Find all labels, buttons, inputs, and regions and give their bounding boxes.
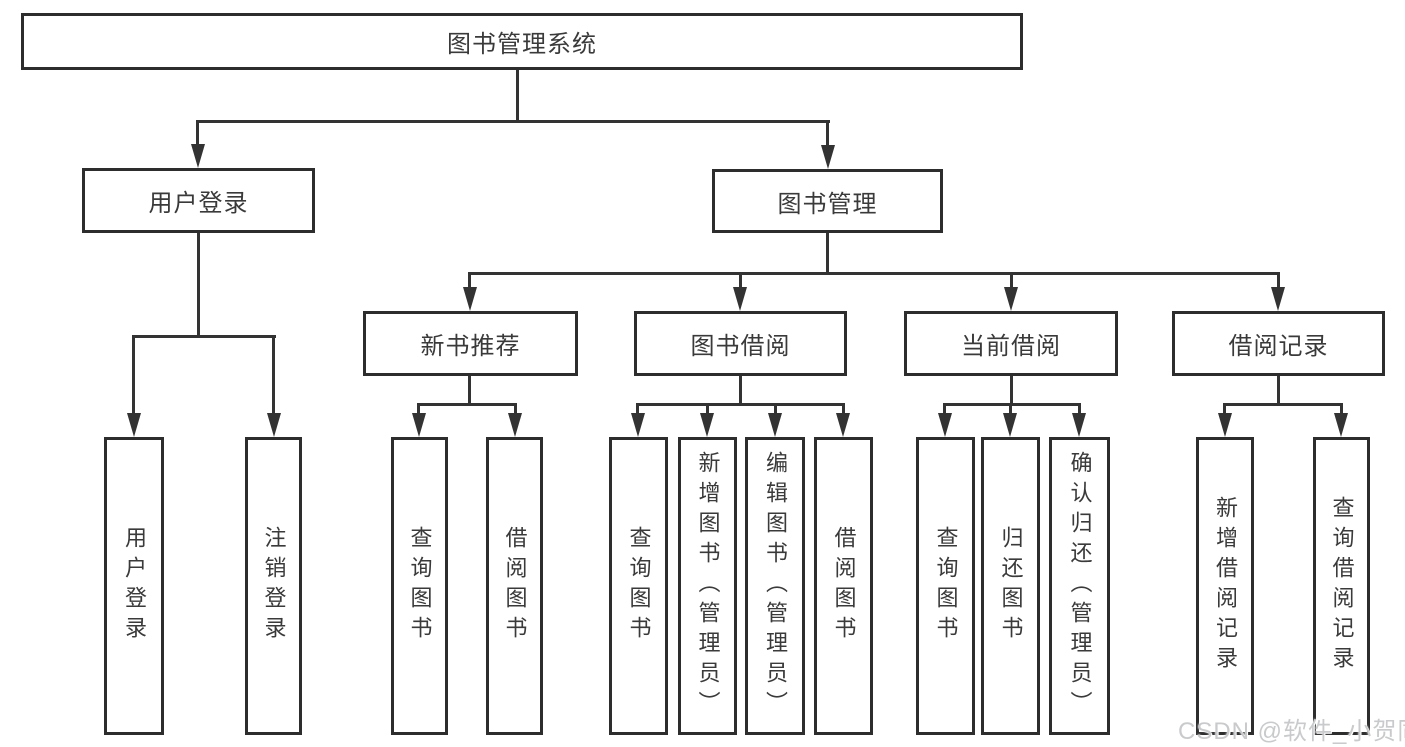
- edge-drop-leaf-8: [842, 403, 845, 413]
- node-borrow-records: 借阅记录: [1172, 311, 1385, 376]
- edge-user-login-stem: [197, 233, 200, 335]
- arrowhead-book-borrow: [733, 287, 747, 311]
- arrowhead-new-book: [463, 287, 477, 311]
- arrowhead-leaf-10: [1003, 413, 1017, 437]
- watermark: CSDN @软件_小贺同学: [1178, 718, 1405, 745]
- arrowhead-leaf-6: [700, 413, 714, 437]
- leaf-add-books-admin: 新增图书（管理员）: [678, 437, 737, 735]
- node-book-management: 图书管理: [712, 169, 943, 233]
- edge-root-rail: [196, 120, 830, 123]
- leaf-return-books-label: 归还图书: [998, 526, 1024, 646]
- edge-drop-borrow-records: [1277, 272, 1280, 287]
- edge-drop-leaf-user-login: [132, 335, 135, 413]
- edge-current-borrow-stem: [1010, 376, 1013, 403]
- arrowhead-book-mgmt: [821, 145, 835, 169]
- edge-book-mgmt-stem: [826, 233, 829, 272]
- node-new-book-recommend-label: 新书推荐: [420, 333, 521, 360]
- arrowhead-leaf-13: [1334, 413, 1348, 437]
- leaf-query-books-borrow: 查询图书: [609, 437, 668, 735]
- leaf-user-login: 用户登录: [104, 437, 164, 735]
- node-current-borrow-label: 当前借阅: [961, 333, 1061, 360]
- edge-root-drop-book-mgmt: [826, 120, 829, 145]
- node-borrow-records-label: 借阅记录: [1228, 333, 1329, 360]
- edge-drop-leaf-logout: [272, 335, 275, 413]
- arrowhead-leaf-9: [938, 413, 952, 437]
- edge-drop-leaf-11: [1078, 403, 1081, 413]
- arrowhead-leaf-3: [412, 413, 426, 437]
- arrowhead-leaf-8: [836, 413, 850, 437]
- node-book-borrow: 图书借阅: [634, 311, 847, 376]
- leaf-query-borrow-record: 查询借阅记录: [1313, 437, 1370, 735]
- edge-drop-leaf-9: [943, 403, 946, 413]
- edge-drop-new-book: [468, 272, 471, 287]
- leaf-query-books-current-label: 查询图书: [933, 526, 959, 646]
- arrowhead-leaf-11: [1072, 413, 1086, 437]
- edge-new-book-stem: [468, 376, 471, 403]
- edge-book-mgmt-rail: [468, 272, 1280, 275]
- node-user-login-label: 用户登录: [148, 190, 249, 217]
- leaf-query-books-current: 查询图书: [916, 437, 975, 735]
- edge-drop-leaf-4: [514, 403, 517, 413]
- leaf-borrow-books-recommend: 借阅图书: [486, 437, 543, 735]
- arrowhead-user-login: [191, 144, 205, 168]
- leaf-query-books-recommend-label: 查询图书: [407, 526, 433, 646]
- leaf-borrow-books: 借阅图书: [814, 437, 873, 735]
- arrowhead-leaf-user-login: [127, 413, 141, 437]
- leaf-query-books-borrow-label: 查询图书: [626, 526, 652, 646]
- leaf-query-borrow-record-label: 查询借阅记录: [1329, 496, 1355, 676]
- leaf-return-books: 归还图书: [981, 437, 1040, 735]
- edge-drop-book-borrow: [739, 272, 742, 287]
- node-new-book-recommend: 新书推荐: [363, 311, 578, 376]
- node-root: 图书管理系统: [21, 13, 1023, 70]
- node-book-management-label: 图书管理: [777, 190, 878, 218]
- edge-book-borrow-stem: [739, 376, 742, 403]
- leaf-logout-login-label: 注销登录: [261, 526, 287, 646]
- edge-drop-leaf-12: [1223, 403, 1226, 413]
- arrowhead-borrow-records: [1271, 287, 1285, 311]
- arrowhead-leaf-logout: [267, 413, 281, 437]
- arrowhead-leaf-4: [508, 413, 522, 437]
- leaf-edit-books-admin-label: 编辑图书（管理员）: [763, 451, 788, 721]
- node-current-borrow: 当前借阅: [904, 311, 1118, 376]
- edge-new-book-rail: [417, 403, 517, 406]
- arrowhead-leaf-7: [768, 413, 782, 437]
- arrowhead-current-borrow: [1004, 287, 1018, 311]
- edge-borrow-records-stem: [1277, 376, 1280, 403]
- node-user-login: 用户登录: [82, 168, 315, 233]
- leaf-add-borrow-record-label: 新增借阅记录: [1213, 496, 1238, 676]
- edge-current-borrow-rail: [943, 403, 1081, 406]
- arrowhead-leaf-5: [631, 413, 645, 437]
- edge-root-drop-user-login: [196, 120, 199, 144]
- edge-drop-leaf-3: [417, 403, 420, 413]
- node-book-borrow-label: 图书借阅: [690, 333, 791, 360]
- node-root-label: 图书管理系统: [447, 31, 597, 58]
- leaf-query-books-recommend: 查询图书: [391, 437, 448, 735]
- edge-drop-leaf-5: [636, 403, 639, 413]
- leaf-borrow-books-recommend-label: 借阅图书: [502, 526, 528, 646]
- edge-drop-leaf-6: [706, 403, 709, 413]
- edge-drop-leaf-13: [1340, 403, 1343, 413]
- leaf-add-borrow-record: 新增借阅记录: [1196, 437, 1254, 735]
- leaf-borrow-books-label: 借阅图书: [831, 526, 857, 646]
- edge-root-stem: [516, 70, 519, 120]
- arrowhead-leaf-12: [1218, 413, 1232, 437]
- leaf-user-login-label: 用户登录: [122, 526, 147, 646]
- leaf-edit-books-admin: 编辑图书（管理员）: [745, 437, 805, 735]
- edge-user-login-rail: [132, 335, 276, 338]
- edge-drop-current-borrow: [1010, 272, 1013, 287]
- leaf-confirm-return-admin-label: 确认归还（管理员）: [1067, 451, 1093, 721]
- leaf-add-books-admin-label: 新增图书（管理员）: [695, 451, 721, 721]
- edge-book-borrow-rail: [636, 403, 845, 406]
- leaf-confirm-return-admin: 确认归还（管理员）: [1049, 437, 1110, 735]
- edge-drop-leaf-7: [774, 403, 777, 413]
- leaf-logout-login: 注销登录: [245, 437, 302, 735]
- edge-borrow-records-rail: [1223, 403, 1343, 406]
- edge-drop-leaf-10: [1009, 403, 1012, 413]
